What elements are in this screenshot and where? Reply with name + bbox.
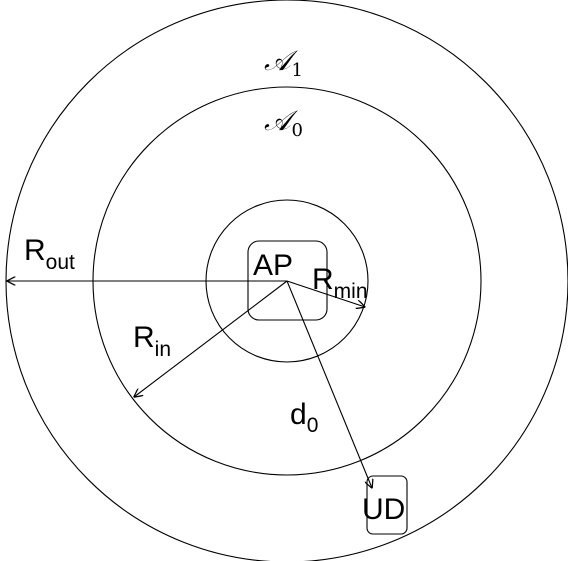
r-min-label: Rmin bbox=[312, 263, 368, 303]
user-device-box bbox=[366, 475, 408, 535]
outer-circle-a1 bbox=[5, 0, 568, 561]
region-a0-label: 𝒜0 bbox=[264, 104, 303, 141]
r-in-arrow bbox=[134, 280, 288, 397]
r-out-label: Rout bbox=[24, 234, 75, 274]
region-a1-label: 𝒜1 bbox=[264, 44, 303, 81]
d0-label: d0 bbox=[290, 398, 318, 437]
access-point-label: AP bbox=[253, 249, 293, 282]
r-min-arrow bbox=[286, 280, 365, 307]
user-device-label: UD bbox=[362, 493, 405, 526]
d0-arrow bbox=[286, 280, 372, 488]
r-in-label: Rin bbox=[133, 321, 171, 361]
